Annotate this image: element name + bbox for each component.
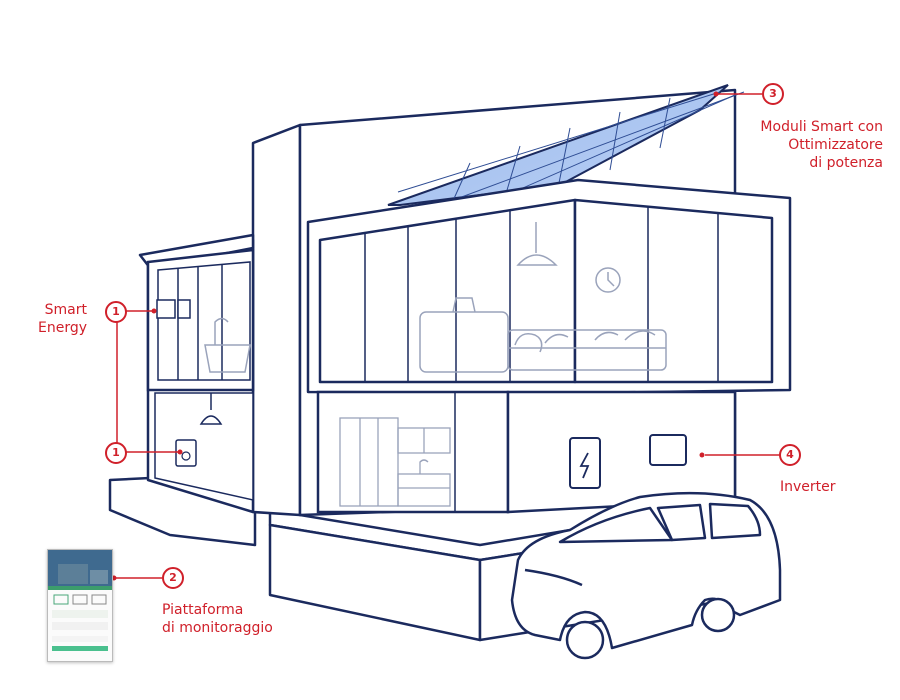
- label-inverter: Inverter: [780, 479, 836, 495]
- label-smart-modules: Moduli Smart con Ottimizzatore di potenz…: [760, 119, 883, 171]
- kitchen: [316, 390, 510, 514]
- app-screen-icon: [48, 550, 112, 651]
- living-room-interior: [419, 222, 667, 373]
- upper-floor: [306, 178, 792, 395]
- left-lower-room: [154, 392, 254, 501]
- label-monitoring-platform: Piattaforma di monitoraggio: [162, 602, 273, 636]
- callout-badge-2: 2: [162, 567, 184, 589]
- label-smart-energy: Smart Energy: [37, 302, 87, 336]
- monitoring-app-screenshot: [47, 549, 113, 662]
- callout-lines: [114, 93, 780, 579]
- callout-badge-1-top: 1: [105, 301, 127, 323]
- callout-badge-1-bottom: 1: [105, 442, 127, 464]
- solar-roof: [387, 84, 745, 206]
- callout-dots: [111, 91, 719, 581]
- callout-badge-4: 4: [779, 444, 801, 466]
- garage-wall: [506, 390, 737, 514]
- callout-badge-3: 3: [762, 83, 784, 105]
- electric-car: [510, 491, 782, 660]
- left-upper-room: [146, 248, 255, 392]
